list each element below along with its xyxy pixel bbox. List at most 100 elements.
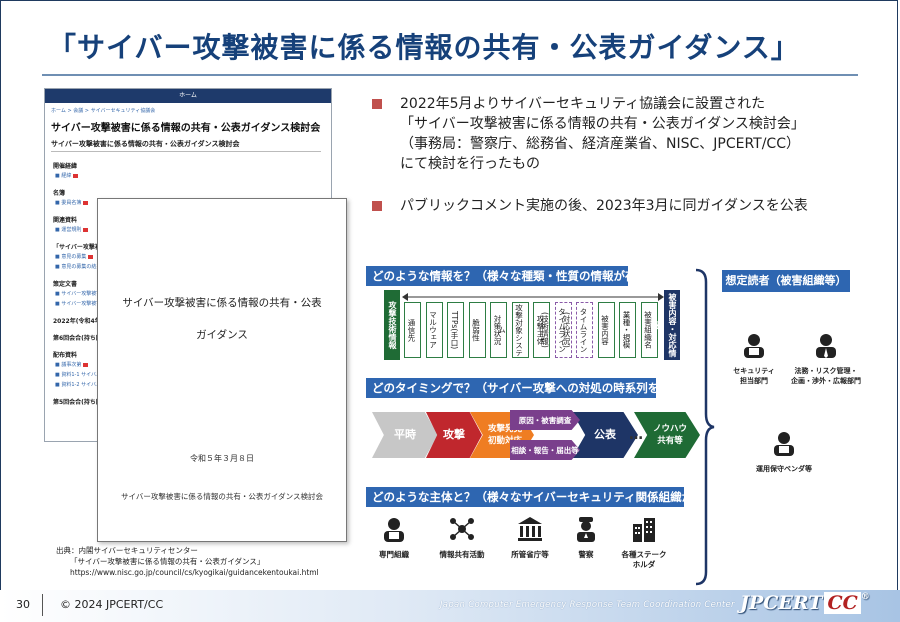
- info-type-item: TTPs(手口): [447, 302, 464, 358]
- webpage-doc-link[interactable]: ■ 意見の募集: [55, 253, 94, 260]
- webpage-doc-link-label: 意見の募集: [61, 254, 87, 260]
- webpage-doc-link-label: 委員名簿: [61, 200, 82, 206]
- readers-list: セキュリティ 担当部門法務・リスク管理・ 企画・渉外・広報部門運用保守ベンダ等: [716, 296, 866, 496]
- actor-item: 警察: [550, 516, 622, 560]
- reader-item: 運用保守ベンダ等: [746, 430, 822, 474]
- webpage-section-title: 配布資料: [53, 352, 78, 359]
- webpage-section-title: 第6回会合(持ち回り): [53, 335, 111, 342]
- webpage-header: ホーム: [45, 89, 331, 103]
- section-info-label: どのような情報を？（様々な種類・性質の情報が存在）: [366, 266, 660, 286]
- pdf-icon: [73, 173, 79, 178]
- source-line2: 「サイバー攻撃被害に係る情報の共有・公表ガイダンス」: [70, 557, 265, 566]
- webpage-section-title: 2022年(令和4年)…: [53, 318, 110, 325]
- bullet-1-line4: にて検討を行ったもの: [400, 156, 540, 172]
- government-building-icon: [518, 517, 542, 541]
- bullet-1-line3: （事務局：警察庁、総務省、経済産業省、NISC、JPCERT/CC）: [400, 136, 800, 152]
- sub-step: 相談・報告・届出等: [510, 440, 580, 460]
- info-type-item: 対策状況: [490, 302, 507, 358]
- actor-item: 所管省庁等: [494, 516, 566, 560]
- readers-brace: [695, 268, 715, 586]
- sub-step: 原因・被害調査: [510, 410, 580, 430]
- vendor-staff-icon: [774, 432, 794, 456]
- footer-divider: [42, 594, 43, 616]
- webpage-section-title: 策定文書: [53, 281, 78, 288]
- webpage-doc-link-label: 資料1-1 サイバ…: [61, 372, 101, 378]
- logo-cc: CC: [824, 592, 861, 614]
- actor-label: 警察: [578, 550, 594, 559]
- webpage-section-title: 名簿: [53, 190, 66, 197]
- actor-label: 専門組織: [379, 550, 409, 559]
- network-icon: [450, 518, 474, 540]
- specialist-person-icon: [384, 518, 404, 542]
- bullet-1: 2022年5月よりサイバーセキュリティ協議会に設置された 「サイバー攻撃被害に係…: [372, 94, 842, 180]
- damage-info-bar: 被害内容・対応情報: [652, 290, 680, 360]
- webpage-section-title: 開催経緯: [53, 163, 78, 170]
- webpage-doc-link-label: 資料1-2 サイバ…: [61, 382, 101, 388]
- info-range-arrow: [402, 293, 664, 301]
- security-staff-icon: [744, 334, 764, 358]
- business-person-icon: [816, 334, 836, 358]
- info-type-item: 通信先: [404, 302, 421, 358]
- section-timing-label: どのタイミングで？（サイバー攻撃への対処の時系列を意識）: [366, 378, 694, 398]
- step-ellipsis: …: [629, 427, 643, 443]
- link-bullet-icon: ■: [55, 372, 62, 378]
- section-actors-label: どのような主体と？（様々なサイバーセキュリティ関係組織が存在）: [366, 487, 728, 507]
- webpage-section-title: 第5回会合(持ち回り): [53, 399, 111, 406]
- webpage-heading: サイバー攻撃被害に係る情報の共有・公表ガイダンス検討会: [51, 123, 321, 134]
- step-knowhow: ノウハウ 共有等: [634, 412, 700, 458]
- bullet-1-line1: 2022年5月よりサイバーセキュリティ協議会に設置された: [400, 96, 766, 112]
- webpage-doc-link[interactable]: ■ 議事次第: [55, 361, 89, 368]
- webpage-doc-link-label: サイバー攻撃被害…: [61, 301, 107, 307]
- bullet-2: パブリックコメント実施の後、2023年3月に同ガイダンスを公表: [372, 196, 842, 218]
- footer-org-name: Japan Computer Emergency Response Team C…: [440, 600, 735, 610]
- actor-item: 専門組織: [358, 516, 430, 560]
- webpage-doc-link[interactable]: ■ 委員名簿: [55, 199, 89, 206]
- document-org: サイバー攻撃被害に係る情報の共有・公表ガイダンス検討会: [121, 492, 323, 501]
- actor-label: 各種ステーク ホルダ: [621, 550, 667, 569]
- info-type-item: 脆弱性: [468, 302, 486, 358]
- pdf-icon: [88, 254, 94, 259]
- reader-item: 法務・リスク管理・ 企画・渉外・広報部門: [788, 332, 864, 386]
- step-peacetime: 平時: [372, 412, 438, 458]
- webpage-section-title: 関連資料: [53, 217, 78, 224]
- bullet-marker: [372, 99, 382, 109]
- bullet-marker: [372, 201, 382, 211]
- webpage-doc-link[interactable]: ■ 経緯: [55, 172, 79, 179]
- document-title-line2: ガイダンス: [196, 329, 248, 341]
- link-bullet-icon: ■: [55, 264, 62, 270]
- actor-item: 各種ステーク ホルダ: [608, 516, 680, 570]
- webpage-doc-link-label: サイバー攻撃被害…: [61, 291, 107, 297]
- info-type-item: 業種・規模: [619, 302, 636, 358]
- bullet-1-line2: 「サイバー攻撃被害に係る情報の共有・公表ガイダンス検討会」: [400, 116, 805, 132]
- link-bullet-icon: ■: [55, 382, 62, 388]
- page-number: 30: [16, 598, 30, 611]
- link-bullet-icon: ■: [55, 227, 62, 233]
- source-citation: 出典：内閣サイバーセキュリティセンター 「サイバー攻撃被害に係る情報の共有・公表…: [56, 545, 319, 578]
- actors-row: 専門組織情報共有活動所管省庁等警察各種ステーク ホルダ: [360, 512, 700, 582]
- webpage-subheading: サイバー攻撃被害に係る情報の共有・公表ガイダンス検討会: [51, 139, 321, 152]
- webpage-doc-link-label: 議事次第: [61, 362, 82, 368]
- info-type-item: タイムライン(技術情報): [541, 302, 572, 358]
- webpage-doc-link-label: 意見の募集の結果: [61, 264, 102, 270]
- info-types-row: 攻撃技術情報 通信先マルウェアTTPs(手口)脆弱性対策状況攻撃対象システム攻撃…: [366, 290, 680, 362]
- document-title-line1: サイバー攻撃被害に係る情報の共有・公表: [122, 297, 322, 309]
- footer-bar: [0, 590, 900, 622]
- logo-registered-mark: ®: [860, 592, 870, 602]
- pdf-icon: [83, 227, 89, 232]
- webpage-doc-link-label: 経緯: [61, 173, 72, 179]
- bullet-2-text: パブリックコメント実施の後、2023年3月に同ガイダンスを公表: [400, 198, 808, 214]
- link-bullet-icon: ■: [55, 301, 62, 307]
- buildings-icon: [633, 518, 655, 542]
- timing-row: 平時攻撃攻撃発覚 初動対応公表…ノウハウ 共有等原因・被害調査相談・報告・届出等: [372, 404, 700, 464]
- reader-label: 運用保守ベンダ等: [756, 465, 812, 473]
- slide-title: 「サイバー攻撃被害に係る情報の共有・公表ガイダンス」: [48, 31, 800, 64]
- link-bullet-icon: ■: [55, 291, 62, 297]
- webpage-doc-link[interactable]: ■ 運営規則: [55, 226, 89, 233]
- webpage-doc-link-label: 運営規則: [61, 227, 82, 233]
- actor-label: 所管省庁等: [511, 550, 549, 559]
- pdf-icon: [83, 362, 89, 367]
- tech-info-bar: 攻撃技術情報: [384, 290, 400, 360]
- source-url: https://www.nisc.go.jp/council/cs/kyogik…: [70, 568, 319, 577]
- document-date: 令和５年３月８日: [190, 454, 254, 463]
